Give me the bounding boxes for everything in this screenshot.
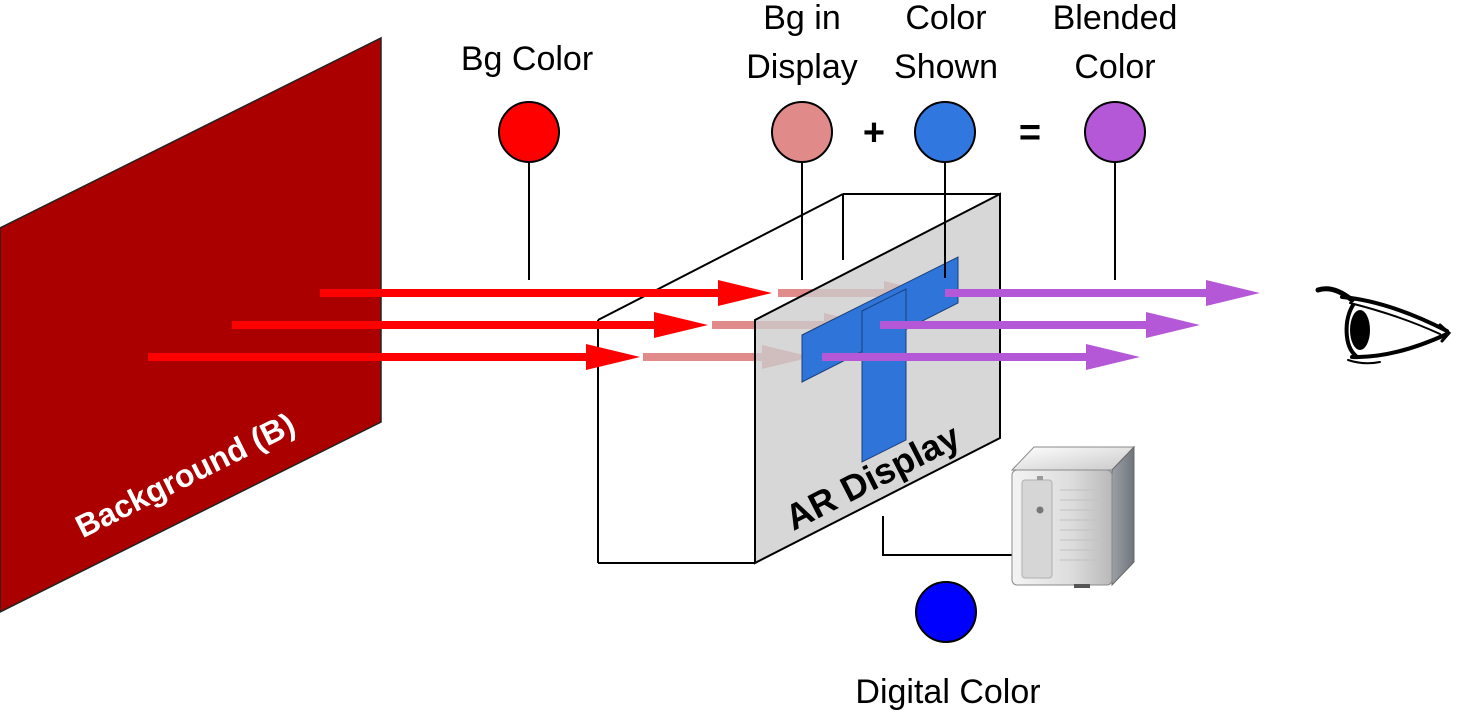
blended-color-label-line2: Color bbox=[1074, 48, 1155, 86]
blended-color-label-line1: Blended bbox=[1053, 0, 1178, 37]
digital-color-label: Digital Color bbox=[855, 673, 1040, 711]
plus-sign: + bbox=[863, 112, 885, 154]
bg-in-display-label-line2: Display bbox=[746, 48, 857, 86]
digital-color-swatch bbox=[915, 581, 977, 643]
computer-tower-icon bbox=[1010, 445, 1136, 588]
bg-in-display-label-line1: Bg in bbox=[763, 0, 841, 37]
ar-display: AR Display bbox=[754, 192, 1001, 565]
display-glyph-t bbox=[801, 256, 959, 463]
bg-color-label: Bg Color bbox=[461, 40, 593, 78]
blended-color-swatch bbox=[1084, 101, 1146, 163]
bg-in-display-swatch bbox=[771, 101, 833, 163]
equals-sign: = bbox=[1019, 112, 1041, 154]
color-shown-label-line2: Shown bbox=[894, 48, 998, 86]
bg-color-swatch bbox=[498, 101, 560, 163]
red-arrows bbox=[148, 280, 772, 370]
eye-icon bbox=[1315, 286, 1452, 365]
purple-arrows bbox=[822, 280, 1260, 370]
color-shown-label-line1: Color bbox=[905, 0, 986, 37]
connector-lines bbox=[528, 162, 1116, 556]
color-shown-swatch bbox=[914, 101, 976, 163]
